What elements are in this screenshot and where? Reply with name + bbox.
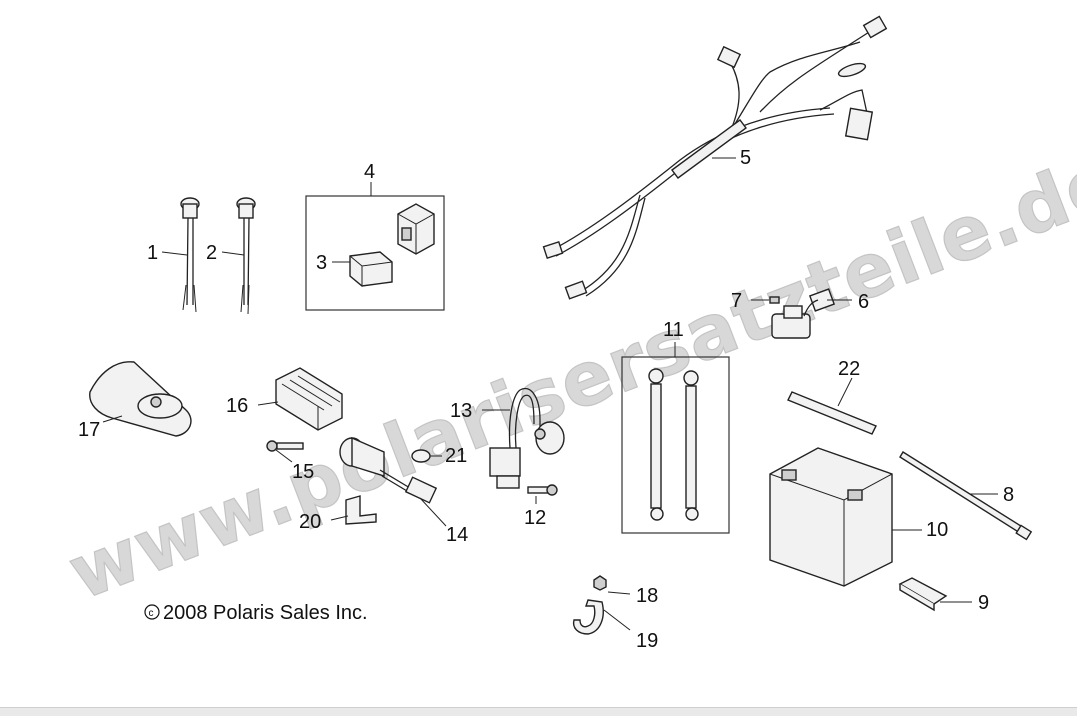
part-2-pigtail — [236, 197, 256, 315]
callout-6: 6 — [858, 291, 869, 313]
leader-19 — [603, 609, 631, 631]
copyright-notice: c 2008 Polaris Sales Inc. — [144, 602, 368, 624]
part-20-clip — [345, 495, 377, 525]
callout-19: 19 — [636, 630, 658, 652]
callout-1: 1 — [147, 242, 158, 264]
callout-22: 22 — [838, 358, 860, 380]
part-15-bolt — [266, 440, 304, 452]
callout-12: 12 — [524, 507, 546, 529]
copyright-text: 2008 Polaris Sales Inc. — [163, 602, 368, 624]
part-4-relay — [397, 203, 435, 255]
leader-2 — [221, 251, 245, 256]
leader-20 — [330, 515, 349, 521]
part-7-boot — [769, 296, 780, 304]
part-9-pad — [898, 577, 948, 612]
callout-15: 15 — [292, 461, 314, 483]
part-16-regulator — [275, 367, 343, 431]
callout-5: 5 — [740, 147, 751, 169]
part-11-battery-cables — [648, 368, 699, 521]
part-13-ignition-coil — [489, 387, 565, 489]
callout-17: 17 — [78, 419, 100, 441]
part-14-ignition-switch — [339, 436, 438, 504]
callout-2: 2 — [206, 242, 217, 264]
part-5-wire-harness — [542, 15, 888, 300]
leader-15 — [275, 449, 293, 463]
part-17-cover — [89, 361, 192, 437]
callout-20: 20 — [299, 511, 321, 533]
part-18-nut — [593, 575, 607, 591]
bottom-edge — [0, 707, 1077, 716]
leader-16 — [257, 401, 279, 406]
part-21-o-ring — [411, 449, 431, 463]
leader-14 — [419, 497, 447, 527]
part-10-battery — [769, 447, 893, 587]
part-19-clamp — [572, 599, 604, 635]
leader-17 — [102, 415, 123, 423]
part-8-cable-tie — [899, 451, 1033, 541]
part-12-bolt — [527, 484, 558, 496]
part-3-fuse-block — [349, 251, 393, 287]
callout-9: 9 — [978, 592, 989, 614]
part-6-starter-solenoid — [771, 288, 836, 339]
callout-18: 18 — [636, 585, 658, 607]
leader-22 — [837, 377, 853, 407]
watermark-text: www.polarisersatzteile.de — [58, 137, 1077, 617]
callout-16: 16 — [226, 395, 248, 417]
leader-1 — [161, 251, 188, 256]
copyright-circle-icon — [144, 604, 160, 620]
callout-4: 4 — [364, 161, 375, 183]
callout-8: 8 — [1003, 484, 1014, 506]
part-4-kit-box — [305, 195, 445, 311]
part-1-pigtail — [180, 197, 200, 313]
copyright-symbol: c — [149, 608, 154, 619]
callout-10: 10 — [926, 519, 948, 541]
callout-7: 7 — [731, 290, 742, 312]
callout-21: 21 — [445, 445, 467, 467]
leader-18 — [607, 591, 631, 595]
callout-14: 14 — [446, 524, 468, 546]
callout-11: 11 — [663, 319, 684, 341]
callout-13: 13 — [450, 400, 472, 422]
callout-3: 3 — [316, 252, 327, 274]
part-22-strap — [787, 391, 877, 435]
